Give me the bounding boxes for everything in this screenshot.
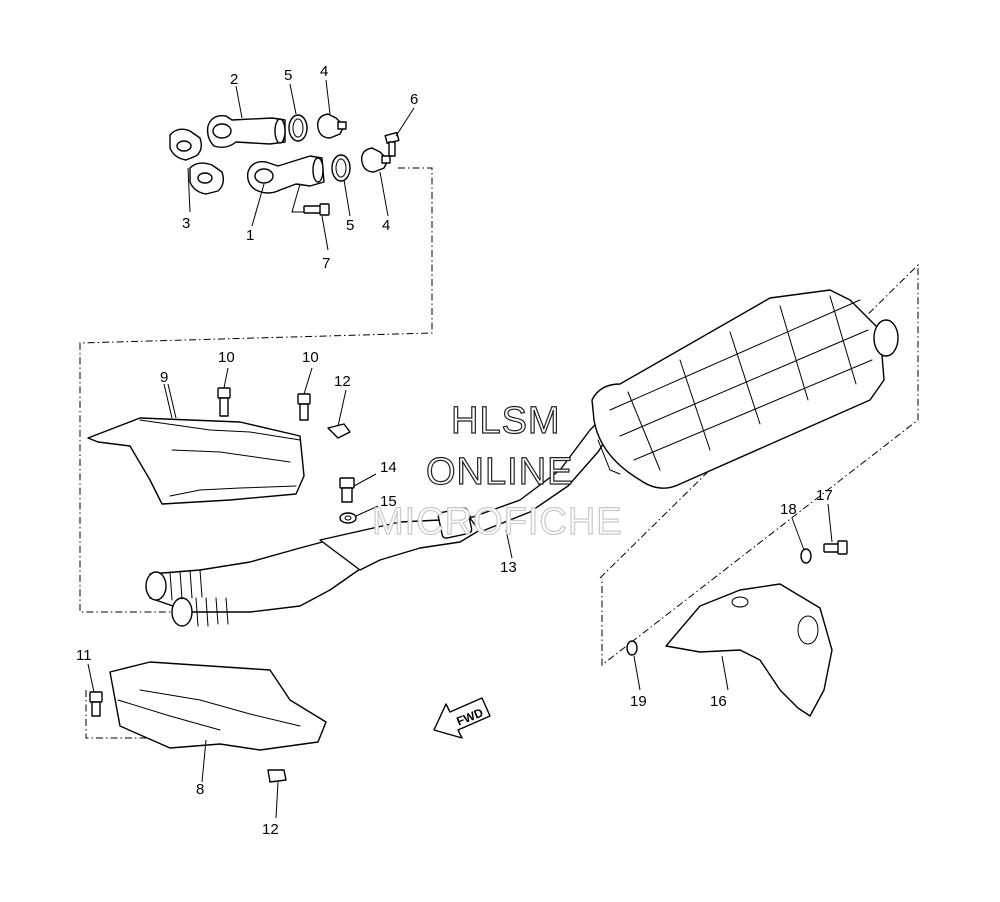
exhaust-pipe-part-1 — [246, 155, 325, 213]
callout-label: 5 — [284, 67, 292, 84]
callout-label: 6 — [410, 91, 418, 108]
gasket-part-3 — [169, 128, 225, 195]
callout-label: 5 — [346, 217, 354, 234]
clip-part-12-upper — [327, 423, 351, 439]
leader-lines — [87, 79, 833, 819]
callout-label: 13 — [500, 559, 517, 576]
watermark-line-1: HLSM — [451, 400, 561, 442]
washer-part-18 — [800, 548, 812, 564]
bolt-part-11 — [89, 691, 103, 717]
watermark-line-3: MICROFICHE — [372, 501, 623, 543]
callout-label: 19 — [630, 693, 647, 710]
callout-label: 15 — [380, 493, 397, 510]
watermark-line-2: ONLINE — [426, 451, 573, 493]
protector-part-9 — [87, 417, 305, 505]
exhaust-pipe-part-2 — [206, 115, 286, 149]
callout-numbers: 1 2 3 4 4 5 5 6 7 8 9 10 10 11 12 12 13 … — [76, 63, 833, 838]
bolt-part-10-right — [297, 393, 311, 421]
bolt-part-7 — [303, 203, 330, 216]
callout-label: 17 — [816, 487, 833, 504]
exhaust-assembly-part-13 — [145, 289, 899, 627]
callout-label: 18 — [780, 501, 797, 518]
clip-part-12-lower — [267, 769, 287, 783]
washer-part-15 — [339, 512, 357, 524]
callout-label: 10 — [218, 349, 235, 366]
callout-label: 9 — [160, 369, 168, 386]
washer-part-19 — [626, 640, 638, 656]
callout-label: 3 — [182, 215, 190, 232]
callout-label: 8 — [196, 781, 204, 798]
callout-label: 1 — [246, 227, 254, 244]
callout-label: 4 — [382, 217, 390, 234]
callout-label: 2 — [230, 71, 238, 88]
protector-part-8 — [109, 661, 327, 751]
callout-label: 12 — [262, 821, 279, 838]
callout-label: 16 — [710, 693, 727, 710]
ring-gasket-part-5 — [288, 114, 351, 182]
callout-label: 12 — [334, 373, 351, 390]
callout-label: 4 — [320, 63, 328, 80]
group-boundary-lines — [79, 167, 919, 739]
bolt-part-17 — [823, 540, 848, 555]
callout-label: 11 — [76, 647, 92, 664]
callout-label: 7 — [322, 255, 330, 272]
watermark: HLSM ONLINE MICROFICHE — [371, 399, 623, 543]
fwd-arrow-icon: FWD — [433, 697, 491, 739]
callout-label: 10 — [302, 349, 319, 366]
protector-part-16 — [665, 583, 833, 717]
bolt-part-6 — [384, 131, 400, 157]
clamp-part-4 — [317, 113, 391, 173]
callout-label: 14 — [380, 459, 397, 476]
bolt-part-14 — [339, 477, 355, 503]
bolt-part-10-left — [217, 387, 231, 417]
